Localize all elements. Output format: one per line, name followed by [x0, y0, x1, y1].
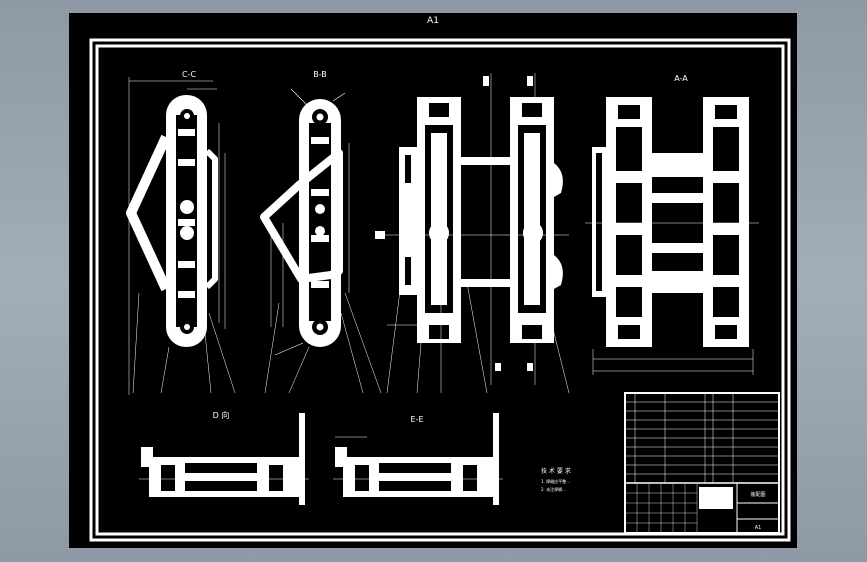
notes-heading: 技 术 要 求: [541, 467, 571, 475]
title-block: 装配图 A1: [624, 392, 780, 534]
outer-border: [89, 38, 791, 542]
technical-notes: 技 术 要 求 1. 焊缝应平整... 2. 未注焊脚...: [541, 467, 571, 492]
inner-border: [95, 44, 785, 536]
view-cc-label: C-C: [182, 70, 196, 79]
title-block-name: 装配图: [750, 491, 765, 498]
view-aa: A-A: [585, 74, 759, 375]
view-ee: E-E: [333, 413, 503, 505]
view-d-label: D 向: [213, 410, 230, 420]
view-bb-label: B-B: [313, 70, 327, 79]
view-d: D 向: [139, 410, 309, 505]
view-cc: C-C: [126, 70, 236, 395]
view-ee-label: E-E: [411, 415, 424, 424]
notes-item-1: 1. 焊缝应平整...: [541, 478, 570, 484]
drawing-sheet: A1 C-C: [69, 13, 797, 548]
view-front: [375, 73, 570, 394]
cad-drawing: C-C B-B: [89, 38, 791, 542]
view-bb: B-B: [260, 70, 382, 394]
view-aa-label: A-A: [674, 74, 688, 83]
title-block-sheet-code: A1: [755, 525, 762, 531]
notes-item-2: 2. 未注焊脚...: [541, 486, 566, 492]
sheet-size-label: A1: [427, 16, 439, 26]
